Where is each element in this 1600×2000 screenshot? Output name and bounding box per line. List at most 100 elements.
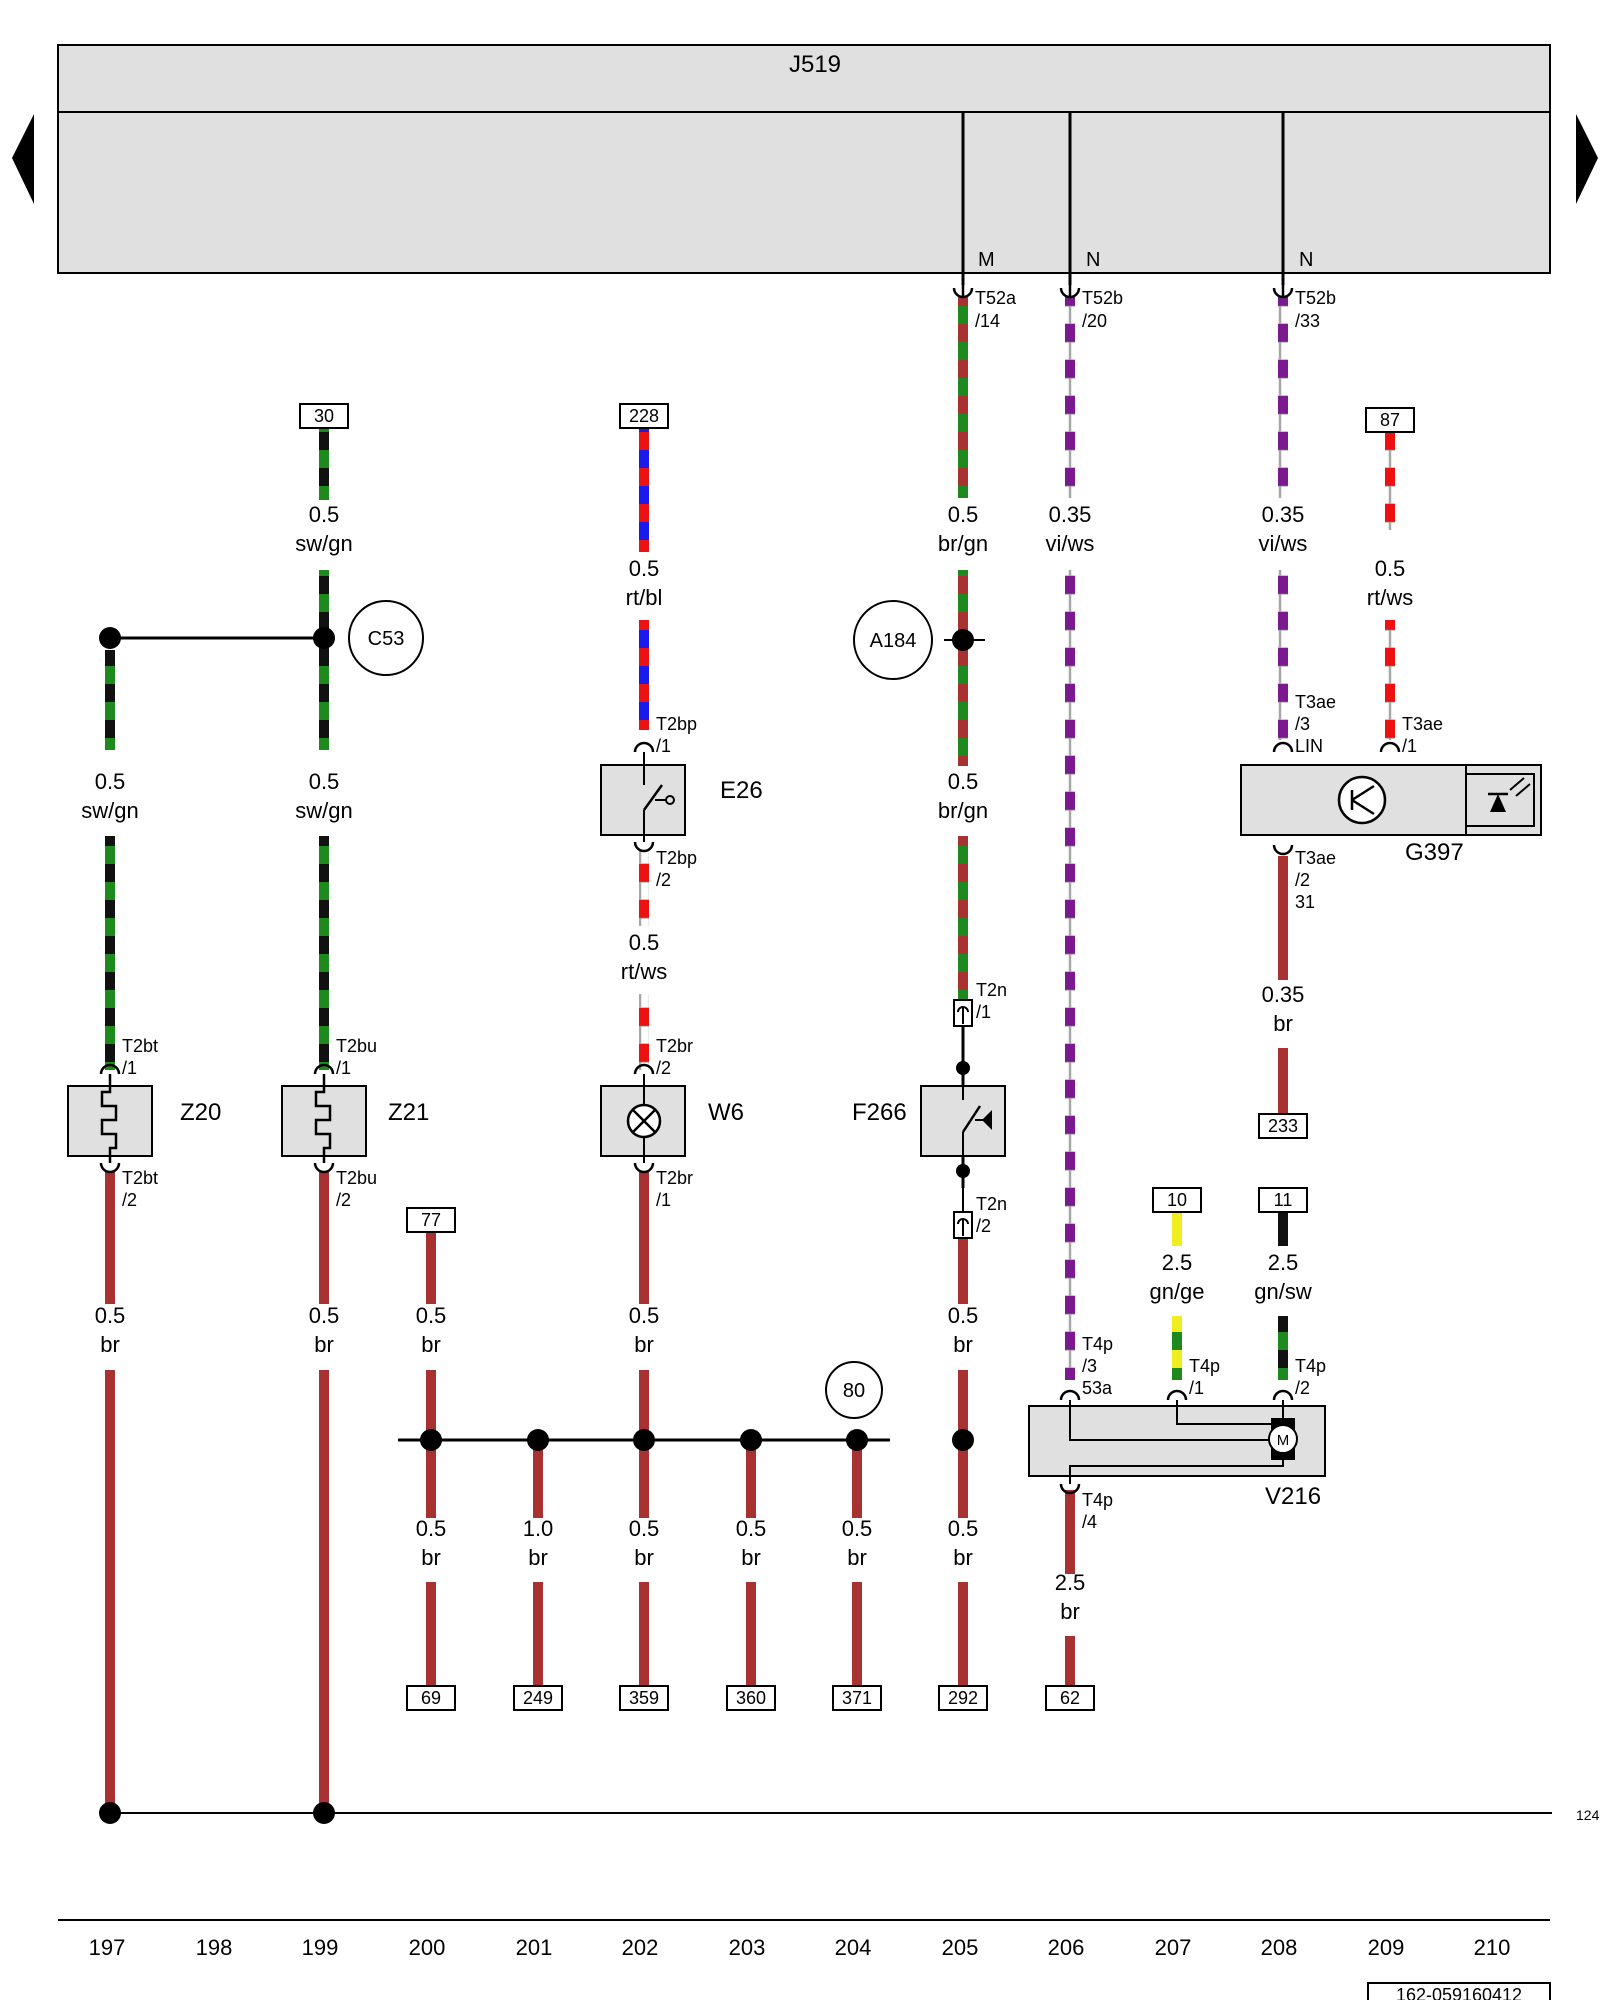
connector-label: T2br: [656, 1168, 693, 1188]
terminal-label: 10: [1167, 1190, 1187, 1210]
wire-color: br: [741, 1545, 761, 1570]
wire-gauge: 0.5: [629, 1303, 660, 1328]
wire-gauge: 0.5: [416, 1303, 447, 1328]
connector-label: T3ae: [1402, 714, 1443, 734]
connector-label: T2bu: [336, 1168, 377, 1188]
motor-icon: [1268, 1424, 1298, 1454]
connector-label: T2n: [976, 1194, 1007, 1214]
component-label: W6: [708, 1099, 744, 1126]
wire-color: gn/sw: [1254, 1279, 1312, 1304]
wire-segment: [746, 1440, 756, 1518]
wire-color: rt/ws: [1367, 585, 1413, 610]
wire-segment: [852, 1440, 862, 1518]
component-z20: Z20: [67, 1074, 221, 1163]
wire-color: br: [1273, 1011, 1293, 1036]
wire-color: rt/ws: [621, 959, 667, 984]
connector-label: /1: [336, 1058, 351, 1078]
connector-label: LIN: [1295, 736, 1323, 756]
wire-color: br: [953, 1332, 973, 1357]
component-label: Z20: [180, 1099, 221, 1126]
terminal-label: 292: [948, 1688, 978, 1708]
wire-segment: [105, 1370, 115, 1815]
wire-gauge: 0.5: [629, 930, 660, 955]
wire-segment: [533, 1440, 543, 1518]
wire-segment: [852, 1582, 862, 1690]
wire-color: br: [314, 1332, 334, 1357]
connector-label: T2br: [656, 1036, 693, 1056]
column-number: 209: [1368, 1935, 1405, 1960]
terminal-label: 69: [421, 1688, 441, 1708]
sensor-icon: [1337, 775, 1387, 825]
marker-c53: C53: [348, 600, 424, 676]
wire-gauge: 0.5: [629, 556, 660, 581]
previous-page-arrow-icon[interactable]: [12, 114, 34, 204]
connector-label: /14: [975, 311, 1000, 331]
column-number: 203: [729, 1935, 766, 1960]
column-number: 205: [942, 1935, 979, 1960]
wire-segment: [319, 836, 329, 1070]
connector-label: T4p: [1189, 1356, 1220, 1376]
connector-label: /2: [656, 1058, 671, 1078]
wire-gauge: 1.0: [523, 1516, 554, 1541]
wire-segment: [958, 570, 968, 766]
column-number: 200: [409, 1935, 446, 1960]
connector-label: /1: [656, 736, 671, 756]
wire-color: rt/bl: [626, 585, 663, 610]
terminal-label: 371: [842, 1688, 872, 1708]
component-e26: E26: [600, 752, 763, 842]
connector-label: T2bp: [656, 714, 697, 734]
connector-label: T4p: [1082, 1490, 1113, 1510]
wire-gauge: 0.35: [1262, 982, 1305, 1007]
terminal-label: 359: [629, 1688, 659, 1708]
wire-gauge: 2.5: [1055, 1570, 1086, 1595]
wire-segment: [1278, 1316, 1288, 1380]
wire-labels: 0.5 sw/gn 0.5 sw/gn 0.5 sw/gn 0.5 rt/bl …: [81, 502, 1413, 1624]
connector-label: /2: [976, 1216, 991, 1236]
connector-label: 31: [1295, 892, 1315, 912]
column-number: 206: [1048, 1935, 1085, 1960]
wire-gauge: 0.5: [1375, 556, 1406, 581]
module-pin-label: N: [1299, 249, 1313, 271]
terminal-label: 11: [1274, 1190, 1293, 1210]
connector-label: /1: [656, 1190, 671, 1210]
wire-segment: [1278, 570, 1288, 740]
wire-gauge: 0.35: [1262, 502, 1305, 527]
wire-segment: [639, 1582, 649, 1690]
ground-reference-label: 124: [1576, 1807, 1600, 1823]
wire-segment: [1065, 296, 1075, 498]
wire-gauge: 0.5: [95, 1303, 126, 1328]
connector-label: /1: [1402, 736, 1417, 756]
wire-segment: [319, 570, 329, 750]
wire-segment: [426, 1582, 436, 1690]
wire-segment: [533, 1582, 543, 1690]
connector-label: T2bt: [122, 1036, 158, 1056]
wire-color: br: [847, 1545, 867, 1570]
terminal-label: 62: [1060, 1688, 1080, 1708]
svg-text:A184: A184: [870, 630, 917, 652]
connector-sockets: [99, 279, 1401, 1495]
connector-label: /1: [1189, 1378, 1204, 1398]
wire-color: br/gn: [938, 531, 988, 556]
connector-label: /33: [1295, 311, 1320, 331]
wire-gauge: 0.5: [842, 1516, 873, 1541]
column-number: 201: [516, 1935, 553, 1960]
wire-segment: [319, 1172, 329, 1304]
connector-label: T3ae: [1295, 692, 1336, 712]
marker-80: 80: [825, 1361, 883, 1419]
component-label: G397: [1405, 839, 1464, 866]
connector-label: /3: [1082, 1356, 1097, 1376]
document-id: 162-059160412: [1367, 1982, 1551, 2000]
wire-color: br: [421, 1332, 441, 1357]
wire-color: br: [100, 1332, 120, 1357]
connector-label: T2bt: [122, 1168, 158, 1188]
wire-gauge: 0.5: [948, 502, 979, 527]
wire-segment: [1172, 1316, 1182, 1380]
wire-color: vi/ws: [1046, 531, 1095, 556]
wire-color: br: [1060, 1599, 1080, 1624]
next-page-arrow-icon[interactable]: [1576, 114, 1598, 204]
component-w6: W6: [600, 1074, 744, 1163]
wire-segment: [319, 1370, 329, 1815]
wire-color: gn/ge: [1149, 1279, 1204, 1304]
connector-label: T2bp: [656, 848, 697, 868]
connector-label: T3ae: [1295, 848, 1336, 868]
